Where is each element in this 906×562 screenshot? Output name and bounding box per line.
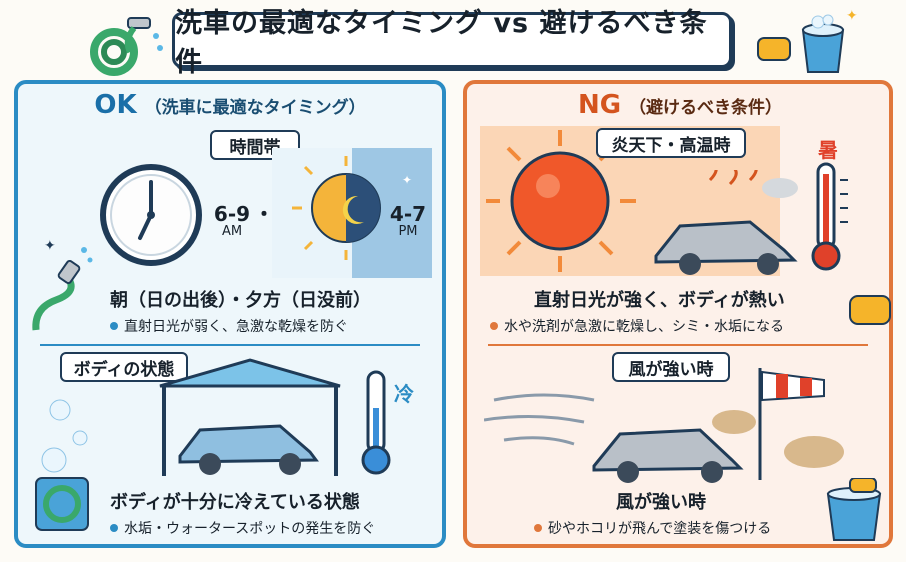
hose-reel-icon bbox=[35, 477, 89, 531]
carport-car-icon bbox=[159, 358, 341, 476]
hose-icon bbox=[90, 17, 163, 76]
ng-wind-sub-text: 砂やホコリが飛んで塗装を傷つける bbox=[548, 521, 772, 537]
ng-label: NG bbox=[577, 90, 622, 120]
sun-moon-icon: ✦ bbox=[272, 148, 432, 278]
bucket-icon bbox=[826, 478, 882, 541]
hot-label: 暑 bbox=[818, 138, 838, 162]
title-banner: 洗車の最適なタイミング vs 避けるべき条件 bbox=[172, 8, 732, 78]
spray-hose-icon: ✦ bbox=[32, 238, 93, 331]
ok-divider bbox=[40, 344, 420, 346]
ng-heat-main-text: 直射日光が強く、ボディが熱い bbox=[534, 290, 785, 311]
bucket-sponge-icon: ✦ bbox=[757, 8, 858, 73]
morning-time-value: 6-9 bbox=[213, 202, 251, 226]
bullet-icon bbox=[534, 524, 542, 532]
time-separator: ・ bbox=[254, 202, 274, 226]
page-title: 洗車の最適なタイミング vs 避けるべき条件 bbox=[175, 8, 708, 78]
hot-car-icon bbox=[654, 170, 798, 275]
svg-text:✦: ✦ bbox=[846, 8, 858, 24]
ok-time-tag: 時間帯 bbox=[210, 130, 300, 160]
ok-label: OK bbox=[94, 90, 137, 120]
cold-label: 冷 bbox=[394, 382, 414, 406]
ng-divider bbox=[488, 344, 868, 346]
bubbles-icon bbox=[41, 399, 88, 473]
evening-time-value: 4-7 bbox=[389, 202, 427, 226]
ng-heat-tag-text: 炎天下・高温時 bbox=[611, 135, 731, 156]
ng-wind-tag-text: 風が強い時 bbox=[628, 359, 714, 380]
ok-time-sub-text: 直射日光が弱く、急激な乾燥を防ぐ bbox=[124, 319, 348, 335]
ok-header: OK （洗車に最適なタイミング） bbox=[60, 88, 400, 122]
ok-time-sub: 直射日光が弱く、急激な乾燥を防ぐ bbox=[110, 316, 348, 336]
morning-ampm: AM bbox=[221, 224, 243, 239]
ok-body-main-text: ボディが十分に冷えている状態 bbox=[110, 492, 360, 513]
svg-text:✦: ✦ bbox=[402, 173, 412, 187]
ng-heat-tag: 炎天下・高温時 bbox=[596, 128, 746, 158]
bullet-icon bbox=[490, 322, 498, 330]
ng-wind-sub: 砂やホコリが飛んで塗装を傷つける bbox=[534, 518, 771, 538]
ng-wind-tag: 風が強い時 bbox=[612, 352, 730, 382]
ok-time-main-text: 朝（日の出後）・夕方（日没前） bbox=[110, 290, 371, 311]
ng-heat-sub-text: 水や洗剤が急激に乾燥し、シミ・水垢になる bbox=[504, 319, 784, 335]
evening-time: 4-7 PM bbox=[386, 204, 430, 239]
hot-thermometer-icon bbox=[811, 162, 848, 271]
ok-body-tag: ボディの状態 bbox=[60, 352, 188, 382]
ok-body-tag-text: ボディの状態 bbox=[73, 359, 175, 380]
windy-car-icon bbox=[484, 368, 844, 483]
ok-body-sub-text: 水垢・ウォータースポットの発生を防ぐ bbox=[124, 521, 376, 537]
evening-ampm: PM bbox=[398, 224, 418, 239]
morning-time: 6-9 AM bbox=[210, 204, 254, 239]
ok-sublabel: （洗車に最適なタイミング） bbox=[144, 97, 366, 118]
ok-time-tag-text: 時間帯 bbox=[229, 137, 281, 158]
ng-wind-main-text: 風が強い時 bbox=[616, 492, 706, 513]
sponge-icon bbox=[849, 295, 891, 325]
bullet-icon bbox=[110, 524, 118, 532]
ng-header: NG （避けるべき条件） bbox=[520, 88, 840, 122]
svg-text:✦: ✦ bbox=[44, 238, 56, 254]
ng-heat-sub: 水や洗剤が急激に乾燥し、シミ・水垢になる bbox=[490, 316, 784, 336]
ng-sublabel: （避けるべき条件） bbox=[629, 97, 783, 118]
ok-body-sub: 水垢・ウォータースポットの発生を防ぐ bbox=[110, 518, 375, 538]
bullet-icon bbox=[110, 322, 118, 330]
cold-thermometer-icon bbox=[361, 370, 391, 475]
clock-icon bbox=[100, 164, 202, 266]
